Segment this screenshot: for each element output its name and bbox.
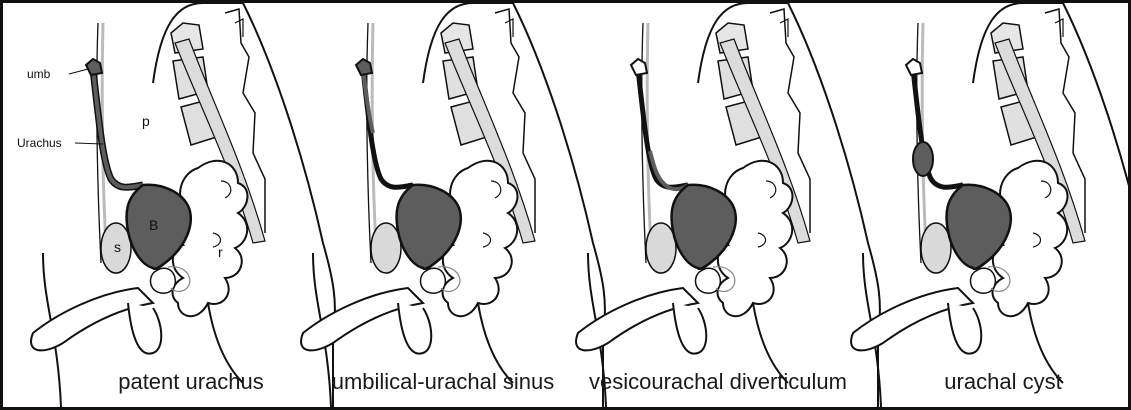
diverticulum-outpouching bbox=[650, 151, 688, 189]
umbilicus-shape bbox=[356, 59, 372, 75]
panel-urachal-cyst bbox=[851, 3, 1128, 407]
panel-vesicourachal-diverticulum bbox=[576, 3, 880, 407]
diagram-canvas bbox=[3, 3, 1128, 407]
label-symphysis-s: s bbox=[114, 241, 121, 253]
umb-leader-line bbox=[69, 69, 88, 74]
umbilicus-shape bbox=[86, 59, 102, 75]
caption-patent-urachus: patent urachus bbox=[118, 369, 264, 395]
urachal-cyst-shape bbox=[913, 142, 933, 176]
label-rectum-r: r bbox=[218, 246, 223, 258]
label-peritoneum-p: p bbox=[142, 115, 150, 127]
umbilicus-shape bbox=[906, 59, 922, 75]
label-umb: umb bbox=[27, 68, 50, 80]
umbilicus-shape bbox=[631, 59, 647, 75]
panel-umbilical-urachal-sinus bbox=[301, 3, 605, 407]
label-urachus: Urachus bbox=[17, 137, 62, 149]
caption-umbilical-urachal-sinus: umbilical-urachal sinus bbox=[332, 369, 555, 395]
panel-patent-urachus bbox=[31, 3, 335, 407]
caption-vesicourachal-diverticulum: vesicourachal diverticulum bbox=[589, 369, 847, 395]
caption-urachal-cyst: urachal cyst bbox=[944, 369, 1061, 395]
label-bladder-b: B bbox=[149, 219, 158, 231]
